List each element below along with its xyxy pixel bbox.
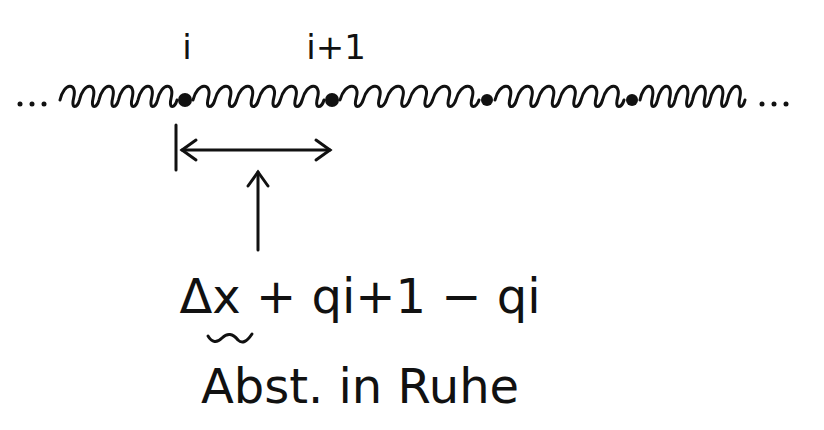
- index-label: i+1: [306, 30, 366, 64]
- mass-dot: [626, 94, 638, 106]
- distance-arrow: [182, 149, 330, 152]
- arrow-head: [248, 172, 268, 186]
- ellipsis-dot: [772, 102, 777, 107]
- ellipsis-dot: [30, 102, 35, 107]
- mass-dot: [178, 93, 192, 107]
- note-text: Abst. in Ruhe: [201, 362, 519, 410]
- spring-coils: [60, 86, 745, 106]
- bracket-tick: [175, 125, 178, 170]
- mass-dot: [481, 94, 493, 106]
- masses: [18, 93, 789, 107]
- arrow-head: [316, 140, 330, 160]
- ellipsis-dot: [760, 102, 765, 107]
- squiggle-mark: [208, 334, 252, 342]
- ellipsis-dot: [42, 102, 47, 107]
- pointer-arrow: [257, 172, 260, 250]
- mass-dot: [325, 93, 339, 107]
- arrow-head: [182, 140, 196, 160]
- distance-formula: Δx + qi+1 − qi: [179, 272, 540, 320]
- ellipsis-dot: [784, 102, 789, 107]
- index-label: i: [182, 30, 191, 64]
- ellipsis-dot: [18, 102, 23, 107]
